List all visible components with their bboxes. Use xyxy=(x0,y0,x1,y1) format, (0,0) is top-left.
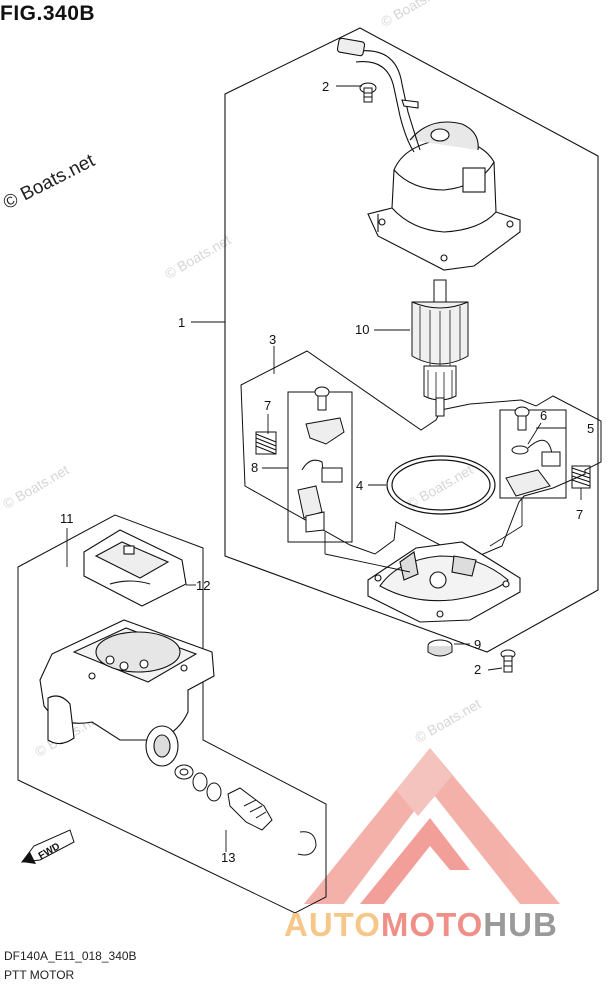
brand-wordmark: AUTOMOTOHUB xyxy=(284,906,558,944)
callout-number: 9 xyxy=(474,637,481,652)
valve-assembly xyxy=(174,764,317,856)
model-code: DF140A_E11_018_340B xyxy=(4,949,137,963)
callout-number: 2 xyxy=(474,662,481,677)
o-ring xyxy=(386,455,496,515)
callout-number: 2 xyxy=(322,79,329,94)
pump-housing xyxy=(39,619,215,767)
motor-end-plate xyxy=(367,541,521,623)
callout-number: 10 xyxy=(355,322,369,337)
callout-number: 6 xyxy=(540,408,547,423)
bolt-top xyxy=(359,82,377,103)
callout-number: 13 xyxy=(221,850,235,865)
assembly-outline-housing xyxy=(17,514,327,914)
brand-wordmark-part: AUTO xyxy=(284,906,381,943)
leader-lines xyxy=(66,85,582,852)
armature xyxy=(411,279,469,417)
brand-wordmark-part: MOTO xyxy=(380,906,484,943)
spring-left xyxy=(255,431,277,455)
motor-yoke xyxy=(367,121,521,271)
callout-number: 8 xyxy=(251,460,258,475)
callout-number: 11 xyxy=(60,511,74,526)
callout-number: 7 xyxy=(576,507,583,522)
brand-logo-mark xyxy=(304,748,560,904)
lead-wire xyxy=(336,37,421,153)
callout-number: 4 xyxy=(356,478,363,493)
brush-assembly-right xyxy=(499,406,567,499)
callout-number: 1 xyxy=(178,315,185,330)
oil-seal xyxy=(427,639,453,657)
section-name: PTT MOTOR xyxy=(4,968,75,982)
callout-number: 7 xyxy=(264,398,271,413)
callout-number: 3 xyxy=(269,332,276,347)
brand-wordmark-part: HUB xyxy=(483,906,558,943)
brush-assembly-left xyxy=(287,386,353,543)
assembly-outline-motor xyxy=(224,27,599,653)
callout-number: 12 xyxy=(196,578,210,593)
fwd-arrow-icon xyxy=(20,829,75,864)
callout-number: 5 xyxy=(587,421,594,436)
figure-title: FIG.340B xyxy=(0,2,96,25)
gasket-plate xyxy=(83,529,187,607)
bolt-bottom xyxy=(500,649,516,673)
